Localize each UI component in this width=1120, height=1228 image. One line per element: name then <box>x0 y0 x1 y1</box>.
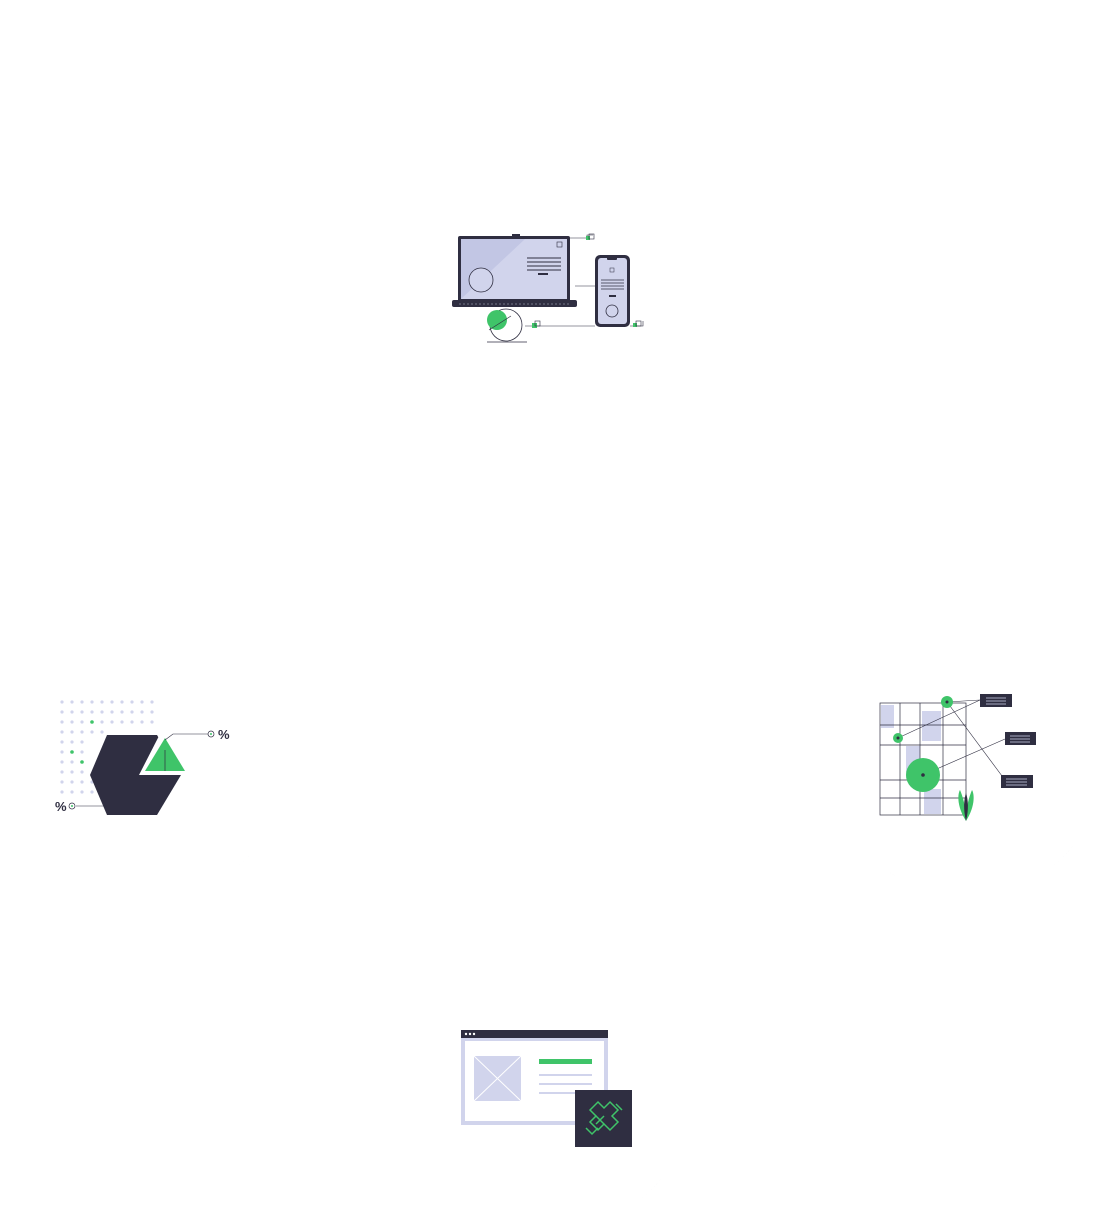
hexagon-chart-icon: % % <box>55 667 285 895</box>
browser-window-icon <box>461 1000 688 1228</box>
laptop-phone-icon <box>452 200 685 428</box>
dot-grid <box>60 700 154 794</box>
devices-illustration <box>415 158 685 428</box>
analytics-illustration: % % <box>15 625 285 895</box>
percent-label-top: % <box>218 727 230 742</box>
webpage-illustration <box>418 958 688 1228</box>
percent-label-bottom: % <box>55 799 67 814</box>
plant-shape <box>958 790 966 821</box>
logo-pattern <box>585 1100 623 1136</box>
map-illustration <box>830 625 1100 895</box>
map-pins-icon <box>875 667 1100 895</box>
